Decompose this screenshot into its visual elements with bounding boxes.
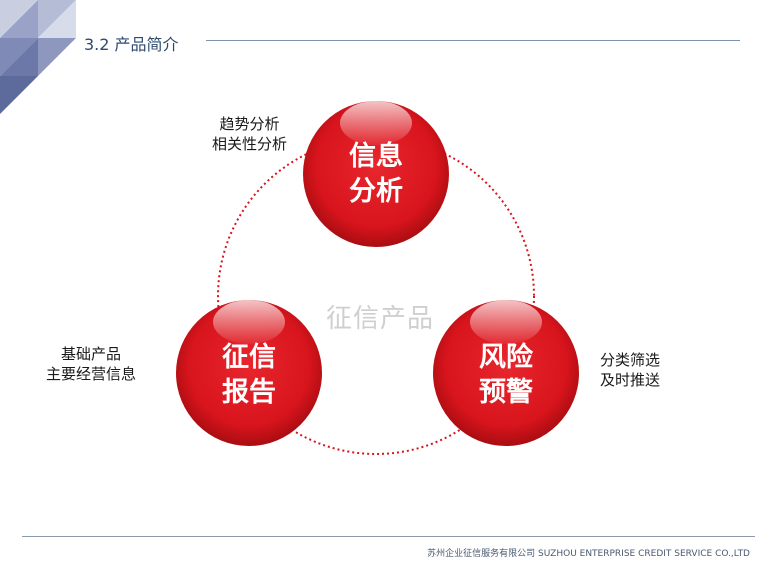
corner-triangle-decoration (0, 0, 76, 114)
title-divider (206, 40, 740, 41)
node-label-line: 分析 (349, 176, 403, 207)
node-label-line: 风险 (479, 342, 533, 373)
center-label: 征信产品 (325, 304, 434, 334)
node-circle-risk-alert (433, 300, 579, 446)
node-label-risk-alert: 风险 预警 (431, 340, 581, 410)
note-credit-report: 基础产品 主要经营信息 (46, 344, 136, 384)
node-label-info-analysis: 信息 分析 (301, 139, 451, 209)
node-label-line: 信息 (349, 141, 403, 172)
page-title: 3.2 产品简介 (84, 35, 179, 54)
footer-company-name: 苏州企业征信服务有限公司 SUZHOU ENTERPRISE CREDIT SE… (427, 549, 750, 559)
note-risk-alert: 分类筛选 及时推送 (600, 350, 660, 390)
note-line: 基础产品 (61, 345, 122, 363)
node-circle-credit-report (176, 300, 322, 446)
node-circle-info-analysis (303, 101, 449, 247)
footer-divider (22, 536, 755, 537)
note-line: 及时推送 (600, 371, 661, 389)
dotted-connector-ring (217, 137, 535, 455)
note-info-analysis: 趋势分析 相关性分析 (212, 114, 287, 154)
note-line: 分类筛选 (600, 351, 661, 369)
node-label-line: 报告 (222, 377, 276, 408)
note-line: 主要经营信息 (46, 365, 137, 383)
note-line: 趋势分析 (219, 115, 280, 133)
note-line: 相关性分析 (212, 135, 288, 153)
node-label-line: 预警 (479, 377, 533, 408)
node-label-credit-report: 征信 报告 (174, 340, 324, 410)
node-label-line: 征信 (222, 342, 276, 373)
